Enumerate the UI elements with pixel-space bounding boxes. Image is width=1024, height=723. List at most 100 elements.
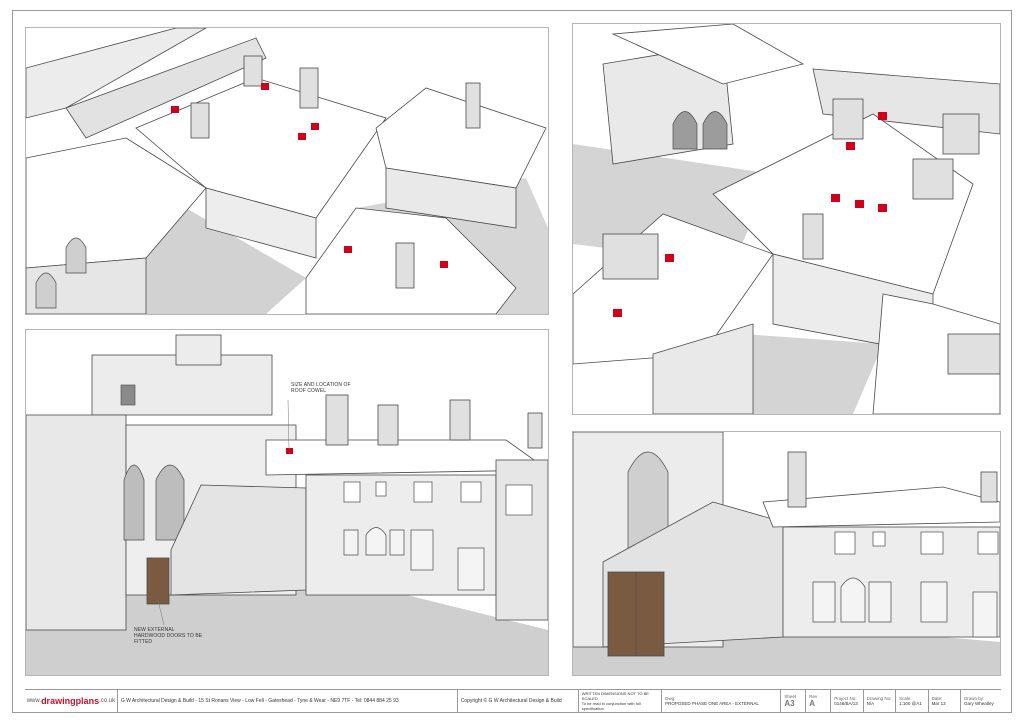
logo-brand: drawingplans xyxy=(41,696,100,706)
date-value: Mar 13 xyxy=(931,701,946,706)
right-roof xyxy=(375,87,547,189)
note-line-1: WRITTEN DIMENSIONS NOT TO BE SCALED xyxy=(581,691,649,701)
annotation-doors: NEW EXTERNAL HARDWOOD DOORS TO BE FITTED xyxy=(134,627,203,645)
end-block xyxy=(495,459,548,621)
window xyxy=(410,529,434,571)
courtyard-roof xyxy=(265,439,548,476)
drawing-sheet: SIZE AND LOCATION OF ROOF COWEL NEW EXTE… xyxy=(12,10,1012,713)
chimney xyxy=(802,213,824,260)
courtyard-left-drawing xyxy=(26,330,548,675)
chimney xyxy=(980,471,998,503)
copyright: Copyright © G W Architectural Design & B… xyxy=(458,690,579,712)
logo-prefix: www. xyxy=(26,698,42,704)
chimney xyxy=(787,451,807,508)
project-number: Project No: 0146/BA/13 xyxy=(831,690,864,712)
window xyxy=(343,481,361,503)
view-aerial-south xyxy=(572,23,1001,415)
annotation-roof-cowl: SIZE AND LOCATION OF ROOF COWEL xyxy=(291,382,351,394)
drawing-label: Drawing No: xyxy=(866,696,892,701)
battlement-wall xyxy=(65,37,267,139)
aerial-south-drawing xyxy=(573,24,1000,414)
window xyxy=(460,481,482,503)
rev-label: Rev xyxy=(809,694,818,699)
arched-window xyxy=(627,451,669,553)
drawing-title: Dwg: PROPOSED PHASE ONE AREA - EXTERNAL xyxy=(662,690,782,712)
right-wing-roof xyxy=(872,293,1000,414)
sheet-size: Sheet A3 xyxy=(781,690,807,712)
window xyxy=(834,531,856,555)
arched-window xyxy=(702,111,728,150)
chimney xyxy=(449,399,471,441)
courtyard-roof xyxy=(762,486,1000,528)
chimney xyxy=(243,55,263,87)
view-courtyard-right xyxy=(572,431,1001,676)
arched-window xyxy=(35,272,57,309)
chimney xyxy=(832,98,864,140)
doorway xyxy=(457,547,485,591)
left-block xyxy=(26,414,127,631)
left-wing-roof xyxy=(26,137,207,269)
view-courtyard-left: SIZE AND LOCATION OF ROOF COWEL NEW EXTE… xyxy=(25,329,549,676)
annotation-leader xyxy=(157,599,165,626)
scale: Scale: 1:100 @A1 xyxy=(896,690,929,712)
window xyxy=(977,531,999,555)
scale-label: Scale: xyxy=(899,696,912,701)
roof-cowl xyxy=(171,106,179,113)
dwg-label: Dwg: xyxy=(665,696,676,701)
roof-cowl xyxy=(344,246,352,253)
right-wall xyxy=(385,167,517,229)
logo[interactable]: www.drawingplans.co.uk xyxy=(25,690,118,712)
chapel-roof xyxy=(611,24,805,85)
left-wing-wall xyxy=(652,323,754,414)
chimney xyxy=(527,412,543,449)
roof-cowl xyxy=(298,133,306,140)
chimney xyxy=(465,82,481,129)
chimney xyxy=(942,113,980,155)
drawn-by: Drawn by: Gary Wheatley xyxy=(961,690,1001,712)
sheet-label: Sheet xyxy=(784,694,797,699)
scale-note: WRITTEN DIMENSIONS NOT TO BE SCALED To b… xyxy=(579,690,663,712)
tower-top xyxy=(175,334,222,366)
window xyxy=(413,481,433,503)
chimney xyxy=(947,333,1000,375)
roof-cowl xyxy=(846,142,855,150)
roof-cowl xyxy=(878,204,887,212)
sheet-value: A3 xyxy=(784,699,795,708)
ground-windows xyxy=(343,527,405,556)
courtyard-right-drawing xyxy=(573,432,1000,675)
window xyxy=(505,484,533,516)
chimney xyxy=(377,404,399,446)
drawn-label: Drawn by: xyxy=(964,696,985,701)
doorway xyxy=(972,591,998,638)
roof-cowl xyxy=(261,83,269,90)
note-line-2: To be read in conjunction with full spec… xyxy=(581,701,641,711)
arched-window xyxy=(155,464,185,541)
window xyxy=(920,581,948,623)
roof-cowl xyxy=(665,254,674,262)
ground-shadow xyxy=(713,334,883,414)
drawing-number: Drawing No: N/A xyxy=(864,690,897,712)
arched-window xyxy=(123,464,145,541)
chimney xyxy=(325,394,349,446)
project-label: Project No: xyxy=(834,696,857,701)
drawing-value: N/A xyxy=(866,701,875,706)
chimney xyxy=(395,242,415,289)
roof-cowl xyxy=(831,194,840,202)
rev-value: A xyxy=(809,699,816,708)
roof-cowl xyxy=(440,261,448,268)
main-wall xyxy=(205,187,317,259)
roof-cowl xyxy=(311,123,319,130)
ground-windows xyxy=(812,577,892,623)
chimney xyxy=(299,67,319,109)
drawn-value: Gary Wheatley xyxy=(964,701,994,706)
window xyxy=(872,531,886,547)
chimney xyxy=(912,158,954,200)
aerial-north-drawing xyxy=(26,28,548,314)
dwg-value: PROPOSED PHASE ONE AREA - EXTERNAL xyxy=(665,701,759,706)
project-value: 0146/BA/13 xyxy=(834,701,858,706)
chimney xyxy=(190,102,210,139)
roof-cowl xyxy=(286,448,293,454)
logo-suffix: .co.uk xyxy=(99,698,116,704)
chimney xyxy=(602,233,659,280)
date-label: Date: xyxy=(931,696,943,701)
